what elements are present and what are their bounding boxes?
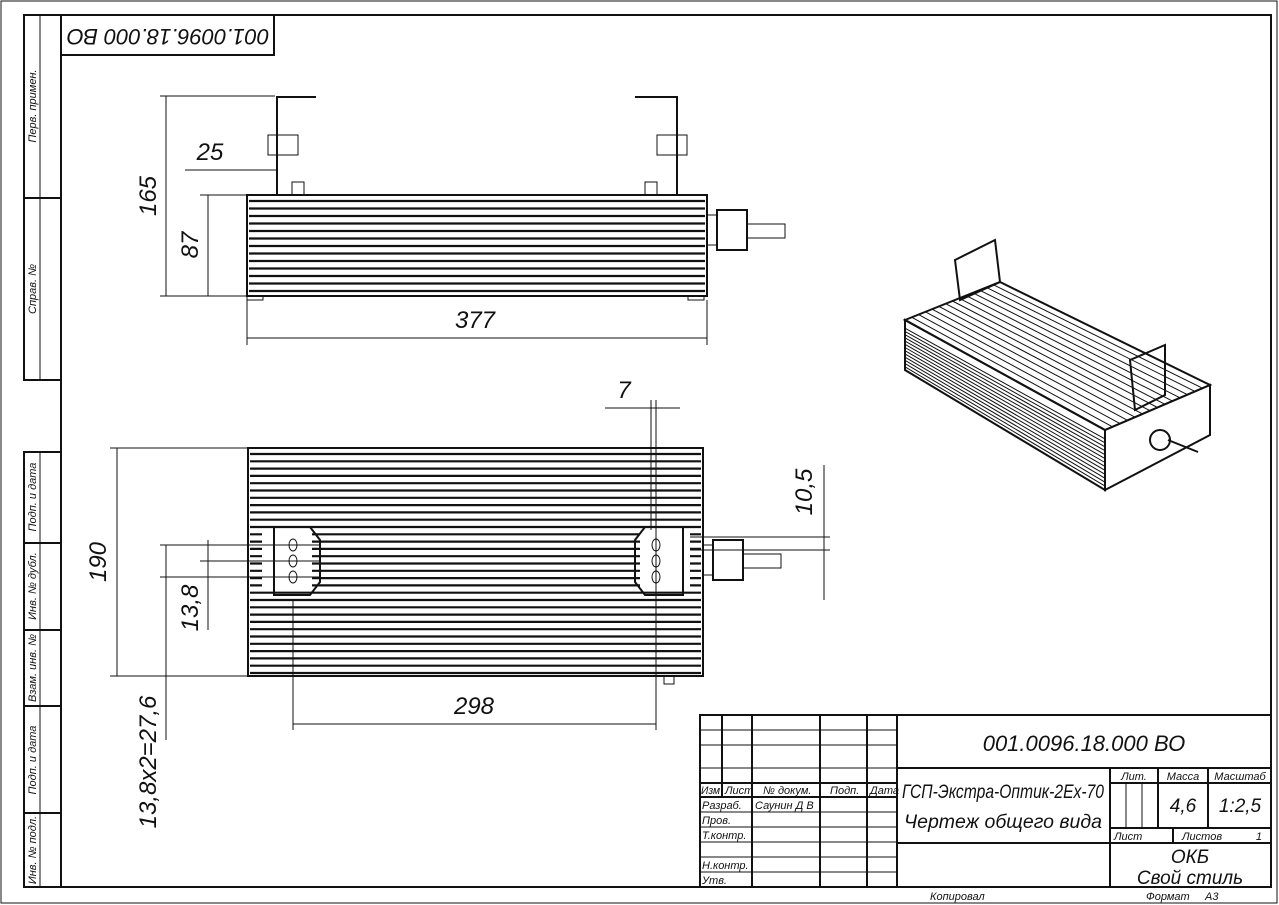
strip-label: Инв. № дубл. [27,552,39,620]
dim-7: 7 [617,377,632,404]
top-view [110,400,830,740]
side-view [160,95,786,345]
heatsink-fin [904,363,1106,483]
left-strip: Перв. примен. Справ. № Подп. и дата Инв.… [23,14,62,888]
mass-value: 4,6 [1170,796,1197,817]
header-sign: Подп. [830,785,859,797]
role-prov: Пров. [702,815,731,827]
heatsink-fin [904,330,1106,444]
heatsink-fin [904,347,1106,463]
role-utv: Утв. [701,875,727,887]
heatsink-fin [911,316,1113,428]
dim-25: 25 [196,139,224,166]
dim-165: 165 [135,175,162,216]
sheets-count: 1 [1256,831,1262,843]
dim-377: 377 [455,307,497,334]
heatsink-fin [904,353,1106,471]
heatsink-fin [992,284,1203,389]
heatsink-fin [904,359,1106,479]
document-name: Чертеж общего вида [904,812,1102,833]
heatsink-fin [959,297,1166,405]
heatsink-fin [904,350,1106,467]
heatsink-fin [952,300,1158,408]
heatsink-fin [925,311,1128,421]
header-izm: Изм [701,785,720,797]
heatsink-fin [945,303,1151,412]
heatsink-fin [904,343,1106,460]
heatsink-fin [904,340,1106,456]
mass-label: Масса [1167,771,1200,783]
dim-298: 298 [453,693,495,720]
inner-frame [60,14,1272,888]
sheets-label: Листов [1181,831,1222,843]
heatsink-fin [938,305,1143,415]
dim-10-5: 10,5 [791,468,818,515]
developer-name: Саунин Д В [755,800,814,812]
heatsink-fin [986,286,1196,392]
role-nkontr: Н.контр. [702,860,749,872]
heatsink-fin [904,366,1106,487]
heatsink-fin [931,308,1136,418]
heatsink-fin [979,289,1188,396]
header-list: Лист [724,785,753,797]
strip-label: Перв. примен. [27,69,39,142]
dim-87: 87 [177,230,204,258]
sheet-label: Лист [1113,831,1142,843]
dim-13-8: 13,8 [177,584,204,631]
heatsink-fin [904,337,1106,452]
product-name: ГСП-Экстра-Оптик-2Ех-70 [902,782,1104,803]
copied-label: Копировал [930,891,985,903]
heatsink-fin [972,292,1181,399]
stamp-code: 001.0096.18.000 ВО [67,24,270,49]
title-block [699,714,1272,888]
header-doc: № докум. [763,785,811,797]
rotated-stamp: 001.0096.18.000 ВО [60,14,275,56]
dim-27-6: 13,8х2=27,6 [135,695,162,828]
format-value: А3 [1204,891,1219,903]
heatsink-fin [904,334,1106,448]
heatsink-fin [918,314,1121,425]
format-label: Формат [1146,891,1190,903]
isometric-view [902,238,1213,492]
scale-label: Масштаб [1214,771,1266,783]
strip-label: Подп. и дата [27,463,39,532]
header-date: Дата [868,785,899,797]
heatsink-fin [904,356,1106,475]
role-tkontr: Т.контр. [702,830,746,842]
strip-label: Инв. № подл. [27,816,39,884]
strip-label: Подп. и дата [27,726,39,795]
heatsink-fin [904,327,1106,440]
strip-label: Взам. инв. № [27,634,39,702]
org-line1: ОКБ [1171,847,1209,868]
org-line2: Свой стиль [1137,868,1243,889]
heatsink-fin [965,295,1173,402]
scale-value: 1:2,5 [1219,796,1262,817]
dim-190: 190 [85,541,112,582]
role-razrab: Разраб. [702,800,742,812]
lit-label: Лит. [1120,771,1147,783]
strip-label: Справ. № [27,264,39,314]
drawing-designation: 001.0096.18.000 ВО [983,731,1186,756]
